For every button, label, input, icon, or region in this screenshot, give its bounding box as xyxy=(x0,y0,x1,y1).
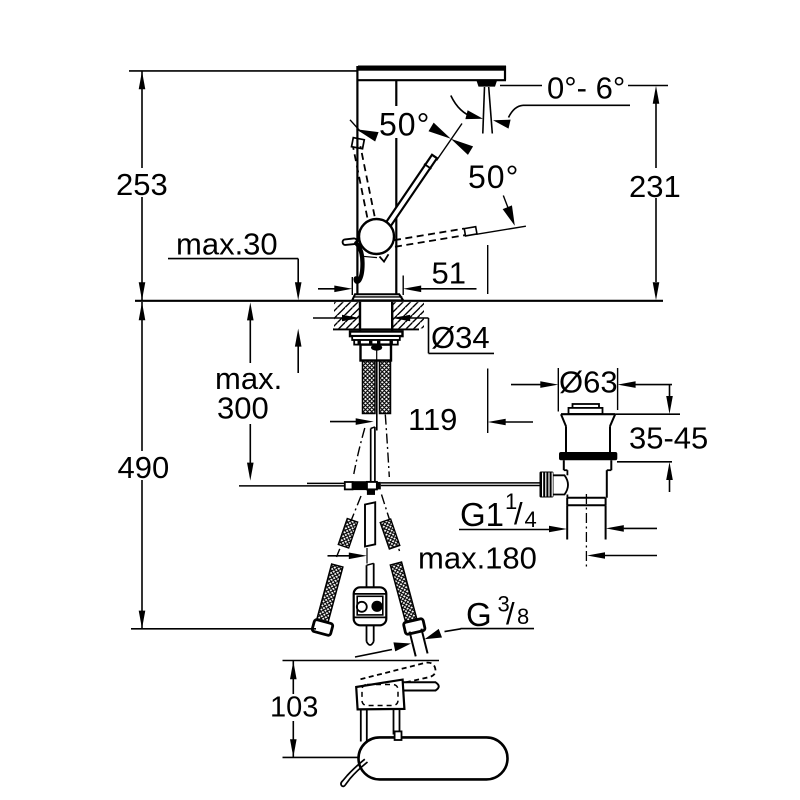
svg-text:300: 300 xyxy=(217,391,269,426)
svg-text:G1: G1 xyxy=(460,496,504,533)
svg-text:103: 103 xyxy=(270,692,318,724)
svg-text:0°- 6°: 0°- 6° xyxy=(547,71,625,106)
svg-text:/: / xyxy=(514,496,523,531)
svg-text:50°: 50° xyxy=(468,159,519,195)
svg-text:4: 4 xyxy=(525,507,537,532)
svg-text:max.180: max.180 xyxy=(418,541,537,576)
svg-text:119: 119 xyxy=(408,402,457,437)
svg-text:253: 253 xyxy=(116,167,168,202)
svg-text:35-45: 35-45 xyxy=(629,421,708,456)
svg-text:231: 231 xyxy=(629,169,681,204)
svg-text:50°: 50° xyxy=(379,107,430,143)
svg-text:Ø34: Ø34 xyxy=(431,320,490,355)
svg-text:490: 490 xyxy=(118,450,170,485)
svg-text:max.: max. xyxy=(215,361,282,396)
svg-text:1: 1 xyxy=(505,489,517,514)
svg-text:3: 3 xyxy=(498,592,510,617)
svg-text:51: 51 xyxy=(432,256,466,291)
svg-text:G: G xyxy=(466,596,492,633)
svg-text:/: / xyxy=(506,596,515,631)
svg-text:max.30: max.30 xyxy=(176,227,278,262)
svg-text:8: 8 xyxy=(517,604,529,629)
svg-text:Ø63: Ø63 xyxy=(559,365,618,400)
